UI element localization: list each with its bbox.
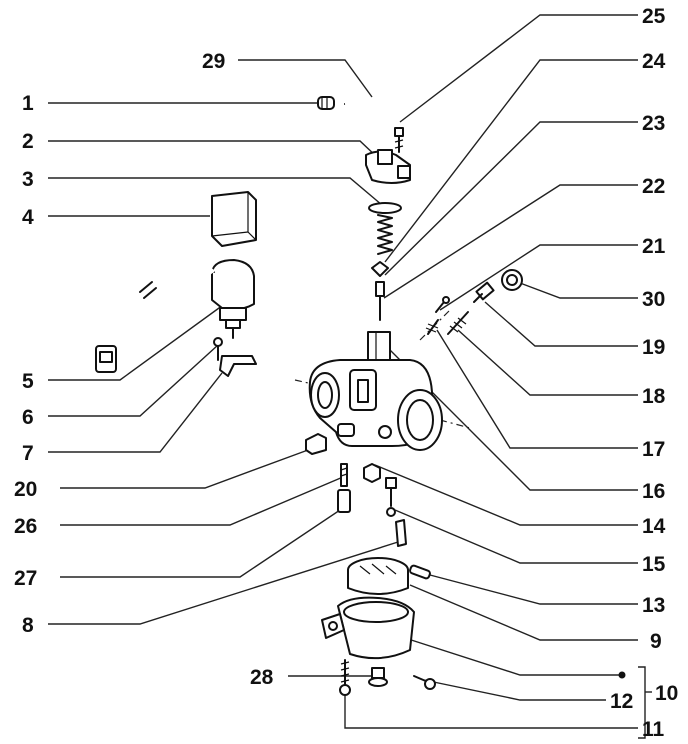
callout-22: 22: [642, 175, 665, 198]
callout-17: 17: [642, 438, 665, 461]
leader-21: [439, 244, 638, 311]
idle-jet-part: [395, 519, 407, 547]
leader-26: [60, 476, 344, 526]
leader-3: [48, 177, 383, 206]
cable-cap-part: [317, 96, 335, 110]
callout-30: 30: [642, 288, 665, 311]
auto-choke-part: [95, 256, 255, 373]
choke-cap-part: [211, 191, 257, 247]
callout-29: 29: [202, 50, 225, 73]
screw-6-part: [213, 337, 223, 361]
leader-7: [48, 372, 223, 453]
leader-14: [374, 464, 638, 526]
callout-13: 13: [642, 594, 665, 617]
leader-8: [48, 541, 399, 625]
carb-cap-part: [365, 149, 411, 184]
drain-screw-part: [368, 667, 388, 687]
parts: [95, 96, 523, 696]
leader-16: [384, 344, 638, 491]
leader-30: [519, 282, 638, 299]
float-part: [347, 557, 409, 595]
leader-5: [48, 299, 231, 381]
screw-25-part: [394, 127, 404, 153]
callout-14: 14: [642, 515, 666, 538]
screw-19-part: [473, 281, 495, 303]
callout-3: 3: [22, 168, 34, 191]
callout-4: 4: [22, 206, 34, 229]
leader-11: [344, 690, 638, 729]
callout-27: 27: [14, 567, 37, 590]
leader-17: [436, 329, 638, 449]
throttle-slide-part: [367, 331, 391, 363]
bush-20-part: [305, 433, 327, 455]
throttle-spring-part: [368, 202, 402, 255]
callout-23: 23: [642, 112, 665, 135]
callout-1: 1: [22, 92, 34, 115]
callout-5: 5: [22, 370, 34, 393]
leader-10-group: [404, 637, 622, 676]
callout-16: 16: [642, 480, 665, 503]
screw-11-part: [339, 659, 351, 696]
callout-labels: 1 2 3 4 5 6 7 20 26 27 8 29 28 25 24 23 …: [14, 5, 678, 741]
leader-29: [238, 59, 373, 98]
needle-clip-part: [371, 261, 389, 277]
cap-30-part: [501, 269, 523, 291]
screw-18-part: [447, 311, 469, 335]
callout-7: 7: [22, 442, 34, 465]
leader-lines: [48, 14, 652, 739]
screw-21-part: [435, 296, 450, 313]
callout-19: 19: [642, 336, 665, 359]
callout-12: 12: [610, 690, 633, 713]
leader-20: [60, 449, 309, 489]
carburetor-body-part: [308, 359, 443, 451]
callout-8: 8: [22, 614, 34, 637]
leader-13: [429, 574, 638, 605]
leader-12: [423, 679, 606, 701]
cable-tube-inner: [344, 99, 388, 151]
leader-25: [399, 14, 638, 123]
centerline-right: [439, 419, 471, 429]
callout-18: 18: [642, 385, 666, 408]
leader-27: [60, 507, 344, 578]
callout-25: 25: [642, 5, 666, 28]
nut-14-part: [363, 463, 381, 483]
callout-10: 10: [655, 682, 678, 705]
callout-11: 11: [642, 718, 665, 741]
leader-23: [384, 121, 638, 276]
callout-26: 26: [14, 515, 37, 538]
screw-12-part: [413, 675, 436, 690]
leader-22: [383, 184, 638, 299]
leader-15: [394, 509, 638, 564]
leader-18: [457, 329, 638, 396]
screw-15-part: [385, 477, 397, 517]
screw-17-part: [425, 319, 439, 335]
choke-wire: [107, 256, 215, 349]
float-bowl-part: [321, 596, 415, 660]
atomizer-part: [337, 489, 351, 513]
bracket-10: [638, 666, 646, 739]
callout-28: 28: [250, 666, 274, 689]
callout-20: 20: [14, 478, 37, 501]
float-pin-part: [409, 564, 431, 580]
leader-6: [48, 344, 219, 417]
leader-10-dot: [618, 671, 626, 679]
callout-24: 24: [642, 50, 666, 73]
callout-2: 2: [22, 130, 34, 153]
callout-6: 6: [22, 406, 34, 429]
leader-9: [409, 584, 638, 641]
clamp-bracket-part: [219, 355, 257, 377]
callout-9: 9: [650, 630, 662, 653]
main-jet-part: [340, 463, 348, 487]
callout-15: 15: [642, 553, 666, 576]
callout-21: 21: [642, 235, 666, 258]
leader-19: [484, 301, 638, 347]
leader-2: [48, 140, 379, 159]
jet-needle-part: [375, 281, 385, 321]
leader-24: [384, 59, 638, 263]
